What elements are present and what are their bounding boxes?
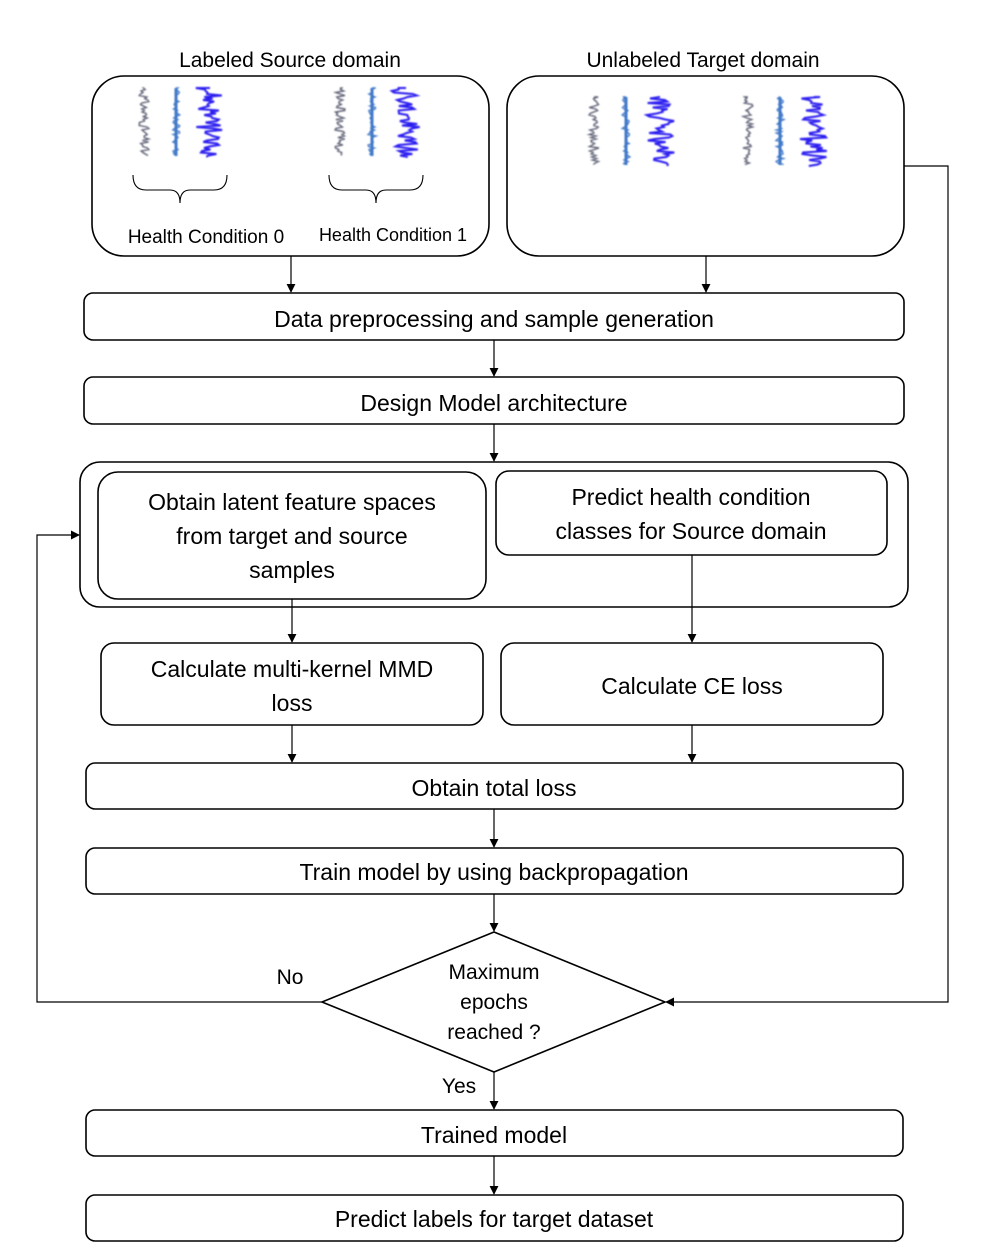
preprocess-step-label: Data preprocessing and sample generation [274,306,714,332]
brace-condition-1 [328,174,424,204]
source-domain-title: Labeled Source domain [179,49,401,72]
decision-label-line2: epochs [460,991,528,1014]
target-signal-group-1 [740,96,829,167]
train-step-label: Train model by using backpropagation [299,859,688,885]
target-domain-box [506,75,905,257]
signal-trace [643,96,675,167]
source-signal-group-1 [333,87,421,158]
arrow-no-loop-back [36,530,322,1003]
yes-branch-label: Yes [442,1075,476,1098]
total-loss-label: Obtain total loss [412,775,577,801]
signal-trace [138,87,152,157]
predict-target-label: Predict labels for target dataset [335,1206,654,1232]
decision-label-line3: reached ? [447,1021,540,1044]
latent-features-label-line1: Obtain latent feature spaces [148,489,436,515]
source-signal-group-0 [138,87,223,158]
health-condition-1-label: Health Condition 1 [319,225,467,245]
mmd-loss-label-line2: loss [272,690,313,716]
signal-trace [586,96,601,166]
design-step-label: Design Model architecture [360,390,627,416]
arrow-target-to-decision [665,165,949,1007]
signal-trace [773,96,787,166]
signal-trace [799,96,829,167]
predict-source-label-line2: classes for Source domain [555,518,826,544]
brace-condition-0 [132,174,228,204]
target-signal-group-0 [586,96,675,167]
latent-features-label-line2: from target and source [176,523,407,549]
signal-trace [389,87,421,158]
decision-label-line1: Maximum [448,961,539,984]
signal-trace [740,96,756,166]
target-domain-title: Unlabeled Target domain [586,49,819,72]
ce-loss-label: Calculate CE loss [601,673,783,699]
trained-model-label: Trained model [421,1122,567,1148]
no-branch-label: No [277,966,304,989]
health-condition-0-label: Health Condition 0 [128,227,284,248]
signal-trace [333,87,347,156]
predict-source-label-line1: Predict health condition [571,484,810,510]
signal-trace [195,87,223,158]
mmd-loss-label-line1: Calculate multi-kernel MMD [151,656,433,682]
predict-target-box [85,1194,904,1242]
latent-features-label-line3: samples [249,557,335,583]
